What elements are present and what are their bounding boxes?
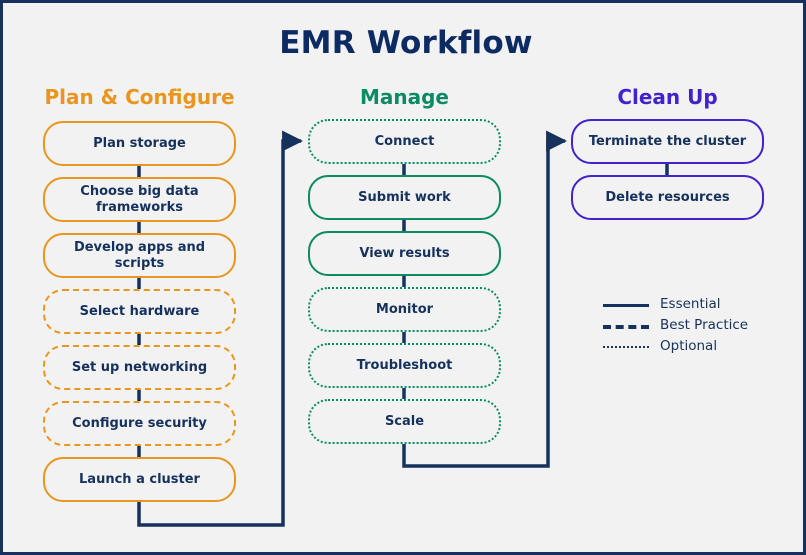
legend-line-optional-icon xyxy=(603,340,649,352)
node-select-hardware[interactable]: Select hardware xyxy=(43,289,236,334)
legend: Essential Best Practice Optional xyxy=(603,293,783,356)
legend-label-essential: Essential xyxy=(660,295,721,312)
node-scale[interactable]: Scale xyxy=(308,399,501,444)
node-plan-storage[interactable]: Plan storage xyxy=(43,121,236,166)
node-delete-resources[interactable]: Delete resources xyxy=(571,175,764,220)
page-title: EMR Workflow xyxy=(279,25,533,61)
node-develop-apps-and-scripts[interactable]: Develop apps and scripts xyxy=(43,233,236,278)
node-monitor[interactable]: Monitor xyxy=(308,287,501,332)
node-submit-work[interactable]: Submit work xyxy=(308,175,501,220)
legend-item-best-practice: Best Practice xyxy=(603,314,783,335)
legend-line-best-practice-icon xyxy=(603,319,649,331)
legend-label-optional: Optional xyxy=(660,337,718,354)
legend-item-optional: Optional xyxy=(603,335,783,356)
column-header-manage: Manage xyxy=(359,85,449,109)
legend-label-best-practice: Best Practice xyxy=(660,316,749,333)
node-troubleshoot[interactable]: Troubleshoot xyxy=(308,343,501,388)
legend-item-essential: Essential xyxy=(603,293,783,314)
node-terminate-the-cluster[interactable]: Terminate the cluster xyxy=(571,119,764,164)
column-header-plan: Plan & Configure xyxy=(44,85,235,109)
node-launch-a-cluster[interactable]: Launch a cluster xyxy=(43,457,236,502)
node-view-results[interactable]: View results xyxy=(308,231,501,276)
node-set-up-networking[interactable]: Set up networking xyxy=(43,345,236,390)
node-connect[interactable]: Connect xyxy=(308,119,501,164)
legend-line-essential-icon xyxy=(603,298,649,310)
node-configure-security[interactable]: Configure security xyxy=(43,401,236,446)
column-header-cleanup: Clean Up xyxy=(617,85,718,109)
node-choose-big-data-frameworks[interactable]: Choose big data frameworks xyxy=(43,177,236,222)
